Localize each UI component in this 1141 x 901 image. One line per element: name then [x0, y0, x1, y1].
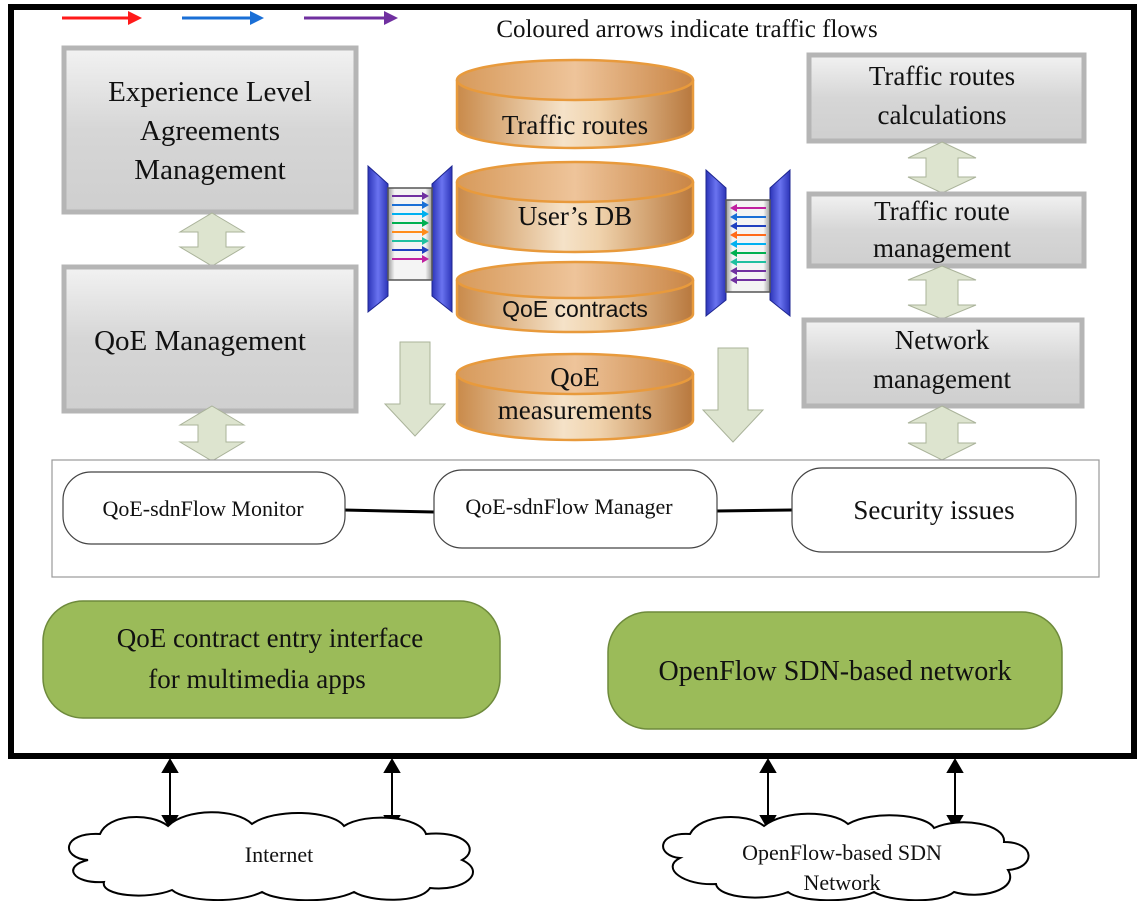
- qoe-contract-entry-interface: QoE contract entry interface for multime…: [42, 600, 501, 719]
- route-mgmt-line-2: management: [873, 233, 1011, 263]
- db-qoe-measurements-line-2: measurements: [498, 395, 652, 425]
- security-label: Security issues: [853, 495, 1014, 525]
- manager-label: QoE-sdnFlow Manager: [465, 494, 673, 519]
- db-qoe-contracts: QoE contracts: [455, 260, 695, 334]
- traffic-routes-calculations-box: Traffic routes calculations: [806, 52, 1087, 144]
- left-traffic-bus: [367, 164, 453, 314]
- monitor-manager-link: [343, 508, 435, 514]
- left-flow-arrows: [392, 192, 429, 263]
- internet-label: Internet: [245, 842, 313, 867]
- calc-line-2: calculations: [878, 100, 1007, 130]
- openflow-network-label: OpenFlow SDN-based network: [658, 656, 1011, 687]
- network-management-box: Network management: [801, 317, 1085, 409]
- left-down-block-arrow: [383, 341, 447, 437]
- db-qoe-contracts-label: QoE contracts: [502, 296, 648, 322]
- legend-arrows: [62, 11, 398, 25]
- db-qoe-measurements: QoE measurements: [455, 352, 695, 442]
- contract-entry-line-1: QoE contract entry interface: [117, 623, 424, 653]
- purple-flow-arrow-icon: [304, 11, 398, 25]
- ela-line-2: Agreements: [140, 115, 280, 147]
- traffic-route-management-box: Traffic route management: [806, 191, 1087, 269]
- contract-entry-line-2: for multimedia apps: [148, 664, 365, 694]
- db-traffic-routes-label: Traffic routes: [502, 110, 648, 140]
- monitor-label: QoE-sdnFlow Monitor: [102, 496, 304, 521]
- security-issues: Security issues: [791, 467, 1077, 553]
- red-flow-arrow-icon: [62, 11, 142, 25]
- db-traffic-routes: Traffic routes: [455, 58, 695, 150]
- qoe-management-label: QoE Management: [94, 325, 306, 357]
- db-qoe-measurements-line-1: QoE: [550, 362, 600, 392]
- ela-management-box: Experience Level Agreements Management: [61, 45, 359, 215]
- qoe-sdnflow-monitor: QoE-sdnFlow Monitor: [62, 471, 346, 545]
- right-flow-arrows: [730, 204, 766, 284]
- sdn-link-2-arrow-icon: [946, 758, 964, 830]
- sdn-network-cloud-icon: OpenFlow-based SDN Network: [662, 812, 1030, 901]
- right-down-block-arrow: [701, 347, 765, 443]
- db-users: User’s DB: [455, 160, 695, 254]
- manager-security-link: [715, 508, 793, 513]
- blue-flow-arrow-icon: [182, 11, 264, 25]
- network-mgmt-line-2: management: [873, 364, 1011, 394]
- qoe-management-box: QoE Management: [61, 264, 359, 414]
- sdn-link-1-arrow-icon: [759, 758, 777, 830]
- ela-line-1: Experience Level: [108, 76, 312, 108]
- db-users-label: User’s DB: [518, 201, 632, 231]
- sdn-cloud-line-1: OpenFlow-based SDN: [742, 840, 942, 865]
- internet-link-1-arrow-icon: [161, 758, 179, 830]
- right-traffic-bus: [705, 168, 791, 318]
- ela-line-3: Management: [134, 154, 285, 186]
- calc-line-1: Traffic routes: [869, 61, 1015, 91]
- qoe-sdnflow-manager: QoE-sdnFlow Manager: [433, 469, 718, 549]
- route-mgmt-line-1: Traffic route: [874, 196, 1010, 226]
- legend-caption: Coloured arrows indicate traffic flows: [496, 16, 877, 43]
- sdn-cloud-line-2: Network: [804, 870, 881, 895]
- openflow-sdn-network-interface: OpenFlow SDN-based network: [607, 611, 1063, 730]
- network-mgmt-line-1: Network: [895, 325, 990, 355]
- internet-cloud-icon: Internet: [68, 811, 474, 901]
